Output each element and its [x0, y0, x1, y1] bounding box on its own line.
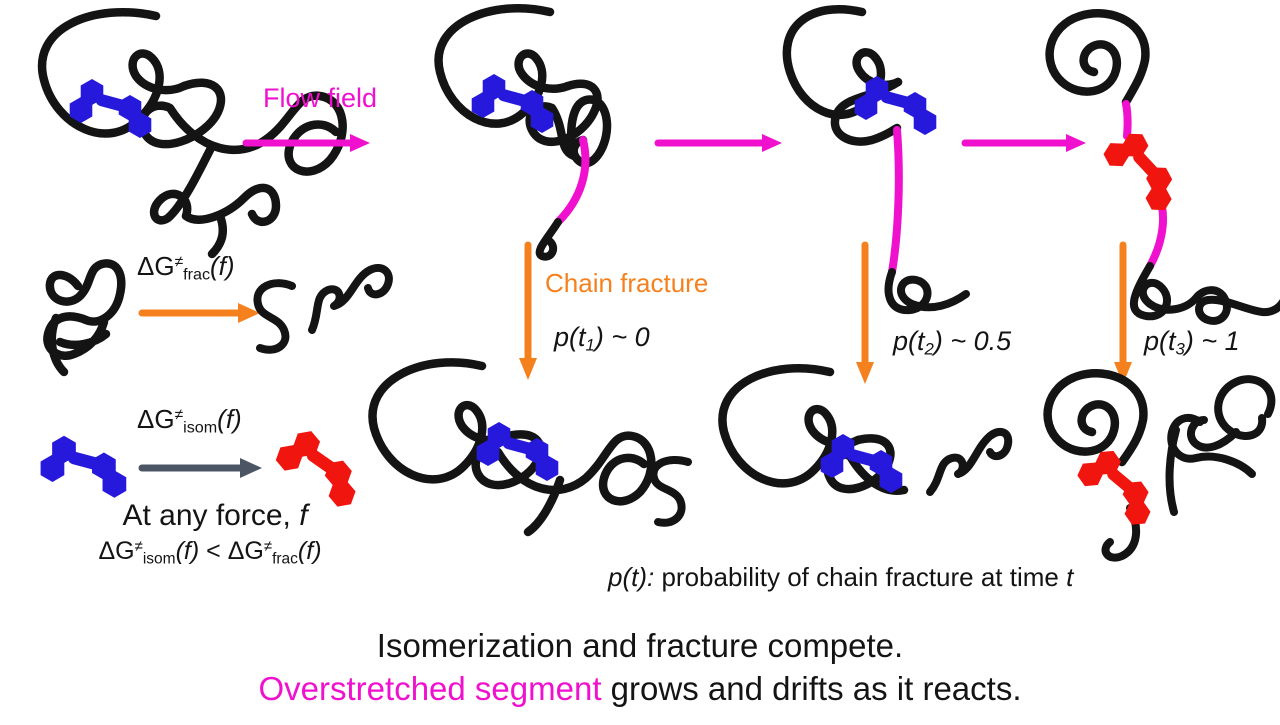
- chain-spiral: [1043, 369, 1148, 467]
- activation-energy-isomerization-label: ΔG≠isom(f): [137, 404, 242, 437]
- red-mechanophore: [1092, 122, 1193, 216]
- fragment-2: [308, 263, 393, 334]
- probability-t3-label: p(t3) ~ 1: [1144, 326, 1240, 359]
- chain-coil: [434, 4, 573, 128]
- flow-arrow-1: [242, 134, 370, 152]
- fracture-product-2: [718, 364, 1013, 496]
- reactant-coil: [43, 259, 126, 377]
- polymer-state-3: [782, 4, 970, 315]
- broken-fragment: [649, 456, 692, 527]
- chain-fracture-label: Chain fracture: [545, 268, 709, 298]
- chain-coil: [525, 79, 612, 168]
- chain-spiral: [1045, 9, 1150, 107]
- energy-inequality-label: ΔG≠isom(f) < ΔG≠frac(f): [98, 537, 322, 568]
- flow-arrow-3: [961, 134, 1086, 152]
- probability-t2-label: p(t2) ~ 0.5: [893, 326, 1012, 359]
- polymer-state-2: [434, 4, 612, 261]
- chain-coil: [368, 358, 513, 484]
- overstretched-segment: [1122, 100, 1132, 140]
- broken-fragment: [1165, 375, 1276, 516]
- chain-end-curl: [535, 218, 562, 261]
- chain-coil: [137, 78, 347, 176]
- chain-hook: [1101, 504, 1141, 562]
- caption-line-1: Isomerization and fracture compete.: [376, 627, 904, 664]
- fracture-reaction-sketch: [43, 259, 393, 377]
- chain-coil: [718, 364, 863, 488]
- chain-end-loop: [884, 268, 970, 315]
- red-mechanophore: [268, 423, 370, 511]
- flow-arrow-2: [654, 134, 782, 152]
- activation-energy-fracture-label: ΔG≠frac(f): [137, 251, 235, 284]
- fracture-product-3: [1043, 369, 1276, 562]
- overstretched-segment-highlight: Overstretched segment: [258, 670, 602, 707]
- probability-definition-label: p(t): probability of chain fracture at t…: [608, 562, 1074, 592]
- blue-mechanophore: [40, 435, 127, 498]
- isomerization-reaction-sketch: [40, 423, 370, 511]
- fracture-arrow-1: [519, 241, 537, 380]
- probability-t1-label: p(t1) ~ 0: [554, 322, 650, 355]
- fragment-1: [253, 279, 296, 354]
- overstretched-segment: [888, 126, 903, 276]
- fracture-arrow-3: [1114, 241, 1132, 384]
- broken-fragment: [926, 427, 1013, 496]
- chain-coil: [149, 141, 281, 259]
- chain-end-loops: [1130, 262, 1280, 325]
- chain-coil: [823, 434, 909, 495]
- flow-field-label: Flow field: [262, 83, 378, 113]
- polymer-state-4: [1045, 9, 1280, 325]
- overstretched-segment: [554, 136, 590, 226]
- chain-coil: [471, 430, 656, 537]
- at-any-force-label: At any force, f: [122, 499, 308, 532]
- caption-line-2: Overstretched segment grows and drifts a…: [258, 670, 1022, 707]
- fracture-product-1: [368, 358, 692, 537]
- fracture-arrow-2: [856, 241, 874, 384]
- polymer-state-initial: [37, 8, 347, 259]
- chain-coil: [37, 8, 189, 138]
